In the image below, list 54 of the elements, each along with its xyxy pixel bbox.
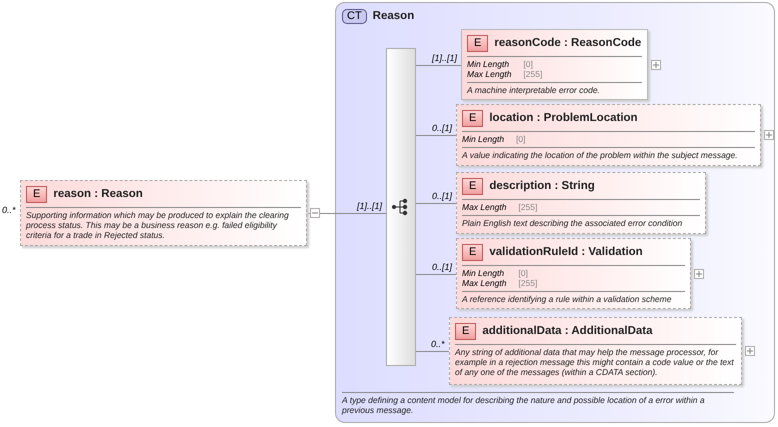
connector-line — [306, 213, 386, 214]
sequence-bar — [386, 48, 416, 366]
connector-line — [416, 203, 456, 204]
type-name: Reason — [372, 10, 414, 22]
facet-name: Max Length — [462, 278, 506, 288]
description-text: A reference identifying a rule within a validation scheme — [462, 294, 672, 304]
element-name: reason : Reason — [53, 188, 143, 200]
element-name: validationRuleId : Validation — [489, 246, 643, 258]
description-text: A machine interpretable error code. — [467, 85, 601, 95]
facet-name: Max Length — [462, 202, 506, 212]
description-text: Any string of additional data that may help the message processor, for example in a rejection message this might contain a code value or the text of any one of the messages (within a CDATA section). — [455, 347, 735, 377]
cardinality-label: [1]..[1] — [356, 200, 384, 210]
element-badge: E — [462, 244, 484, 260]
type-badge: CT — [342, 8, 367, 24]
element-name: reasonCode : ReasonCode — [494, 37, 642, 49]
element-box — [456, 104, 761, 166]
facet-name: Min Length — [462, 268, 506, 278]
facet-value: [255] — [523, 69, 542, 79]
connector-line — [416, 351, 450, 352]
description-text: A value indicating the location of the problem within the subject message. — [462, 150, 739, 160]
connector-line — [416, 65, 462, 66]
facet-name: Max Length — [467, 69, 512, 79]
element-box — [456, 238, 691, 309]
element-name: additionalData : AdditionalData — [482, 325, 653, 337]
element-badge: E — [467, 34, 488, 52]
description-text: Plain English text describing the associated error condition — [462, 218, 684, 228]
element-badge: E — [462, 178, 484, 194]
cardinality-label: 0..[1] — [431, 262, 454, 272]
cardinality-label: 0..* — [430, 338, 446, 348]
element-box — [20, 180, 307, 246]
element-name: location : ProblemLocation — [489, 112, 638, 124]
cardinality-label: [1]..[1] — [431, 52, 458, 62]
facet-value: [0] — [516, 134, 526, 144]
element-name: description : String — [489, 180, 595, 192]
complex-type-panel — [335, 2, 775, 423]
element-badge: E — [455, 322, 476, 340]
element-box — [449, 317, 742, 385]
element-box — [456, 172, 706, 234]
connector-line — [416, 135, 456, 136]
description-text: Supporting information which may be produced to explain the clearing process status. This may be a business reason e.g. failed eligibility criteria for a trade in Rejected status. — [26, 210, 290, 240]
cardinality-label: 0..[1] — [431, 190, 454, 200]
cardinality-label: 0..* — [1, 205, 17, 215]
facet-value: [255] — [518, 278, 538, 288]
facet-value: [0] — [518, 268, 529, 278]
description-text: A type defining a content model for describing the nature and possible location of a error within a previous message. — [342, 395, 706, 415]
connector-line — [416, 274, 456, 275]
cardinality-label: 0..[1] — [431, 122, 454, 132]
facet-value: [0] — [523, 59, 534, 69]
element-badge: E — [26, 186, 48, 202]
element-box — [461, 29, 648, 100]
facet-value: [255] — [518, 202, 538, 212]
facet-name: Min Length — [467, 59, 510, 69]
facet-name: Min Length — [462, 134, 504, 144]
element-badge: E — [462, 110, 484, 126]
